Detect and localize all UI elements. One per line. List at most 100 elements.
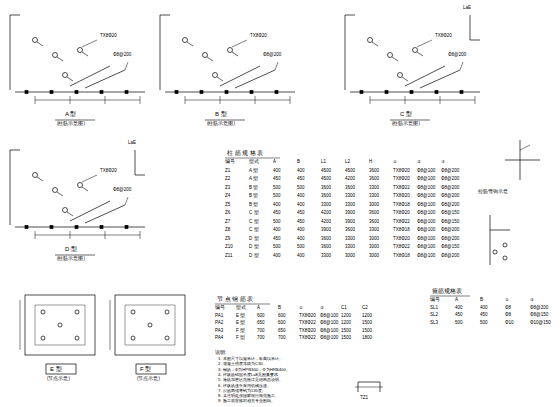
table-cell: 3600 [321, 194, 331, 199]
table-cell: Z6 [225, 211, 230, 216]
table-cell: Φ8@200 [441, 177, 459, 182]
table-cell: 1500 [362, 329, 372, 334]
table-cell: Z1 [225, 169, 230, 174]
table-cell: Φ8@100 [417, 220, 435, 225]
note-line: 7. 拉筋两端弯钩为135度。 [218, 389, 266, 394]
drawing-line [67, 77, 73, 81]
drawing-line [165, 92, 295, 93]
rebar-symbol [398, 73, 403, 78]
rebar-symbol [75, 336, 79, 340]
table-cell: 4200 [321, 220, 331, 225]
table-cell: Φ8 [505, 313, 511, 318]
rebar-symbol [503, 256, 507, 260]
table-header: 型式 [236, 306, 246, 311]
table-cell: Φ8@150 [441, 220, 459, 225]
table-cell: Φ8@100 [320, 314, 338, 319]
table-cell: 3900 [321, 228, 331, 233]
block-mark [75, 226, 78, 229]
drawing-line [275, 62, 278, 70]
table-cell: SL1 [430, 306, 438, 311]
rebar-callout: Φ8@200 [448, 53, 466, 58]
table-cell: Φ10@150 [530, 321, 551, 326]
note-line: 4. 柱纵筋锚固长度LaE见图集要求。 [218, 373, 282, 378]
block-mark [435, 91, 438, 94]
table-cell: 500 [297, 186, 305, 191]
table-header: ② [320, 306, 324, 311]
table-cell: 3600 [369, 169, 379, 174]
table-cell: 4500 [345, 169, 355, 174]
drawing-line [140, 231, 141, 239]
table-cell: 450 [273, 211, 281, 216]
drawing-line [82, 52, 88, 56]
panel-name: D 型 [65, 246, 77, 253]
drawing-line [475, 96, 476, 104]
panel-subtitle: (节点示意) [47, 377, 70, 382]
drawing-line [55, 120, 95, 121]
block-mark [250, 91, 253, 94]
drawing-line [85, 205, 125, 223]
table-cell: 3000 [369, 237, 379, 242]
table-cell: 1800 [362, 336, 372, 341]
anchor-length: LaE [128, 141, 136, 146]
drawing-line [405, 66, 445, 86]
rebar-symbol [493, 250, 497, 254]
table-cell: 700 [257, 336, 265, 341]
table-cell: 3300 [345, 245, 355, 250]
rebar-symbol [41, 310, 45, 314]
table-cell: 450 [297, 220, 305, 225]
drawing-line [125, 62, 128, 70]
note-line: 6. 柱纵筋接头采用机械连接。 [218, 384, 271, 389]
table-header: B [480, 298, 483, 303]
table-header: H [369, 160, 372, 165]
rebar-symbol [41, 336, 45, 340]
table-cell: Z4 [225, 194, 230, 199]
panel-subtitle: (柱筋示意图) [207, 122, 235, 127]
table-cell: Φ8@100 [417, 254, 435, 259]
table-cell: Φ8@200 [441, 228, 459, 233]
table-header: ② [417, 160, 421, 165]
table-cell: PA1 [215, 314, 223, 319]
rebar-callout: TX8Φ20 [100, 34, 117, 39]
table-cell: 500 [297, 245, 305, 250]
table-cell: 400 [480, 306, 488, 311]
table-cell: 3300 [321, 254, 331, 259]
table-cell: 4500 [321, 177, 331, 182]
table-cell: 3000 [369, 203, 379, 208]
table-cell: C 型 [249, 220, 259, 225]
table-cell: 400 [273, 169, 281, 174]
table-cell: TX8Φ20 [393, 194, 410, 199]
drawing-line [390, 120, 430, 121]
drawing-line [255, 96, 256, 104]
table-cell: 3600 [345, 228, 355, 233]
drawing-line [490, 215, 491, 265]
block-mark [410, 91, 413, 94]
drawing-line [225, 158, 280, 159]
drawing-line [402, 77, 408, 81]
table-cell: 4200 [345, 177, 355, 182]
drawing-line [232, 40, 247, 47]
block-mark [25, 226, 28, 229]
table-cell: E 型 [236, 314, 245, 319]
table-cell: 3300 [369, 194, 379, 199]
drawing-line [350, 92, 480, 93]
table-cell: E 型 [236, 321, 245, 326]
table-title: 柱 筋 规 格 表 [227, 150, 263, 156]
table-cell: Φ8@100 [417, 203, 435, 208]
table-cell: 3300 [345, 203, 355, 208]
table-cell: 600 [278, 314, 286, 319]
rebar-symbol [165, 336, 169, 340]
detail-title: 拉筋弯钩示意 [478, 190, 508, 195]
drawing-line [57, 192, 63, 196]
table-cell: 3300 [345, 237, 355, 242]
rebar-symbol [131, 336, 135, 340]
block-mark [175, 91, 178, 94]
table-cell: TX8Φ20 [299, 314, 316, 319]
table-cell: 1200 [341, 321, 351, 326]
table-cell: 500 [273, 186, 281, 191]
rebar-symbol [78, 183, 83, 188]
drawing-line [35, 100, 140, 101]
drawing-line [110, 300, 111, 350]
drawing-line [405, 96, 406, 104]
table-cell: F 型 [236, 329, 245, 334]
